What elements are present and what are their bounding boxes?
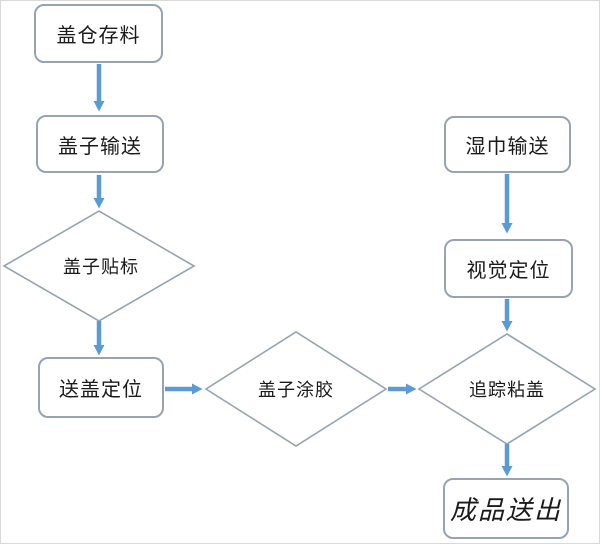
node-send-cap-position: 送盖定位 <box>38 357 164 418</box>
node-product-out: 成品送出 <box>443 478 569 539</box>
node-cap-storage-label: 盖仓存料 <box>56 25 141 47</box>
node-send-cap-position-label: 送盖定位 <box>59 379 143 401</box>
diamond-cap-labeling-label: 盖子贴标 <box>63 257 139 277</box>
node-cap-convey-label: 盖子输送 <box>58 135 142 158</box>
diamond-cap-labeling-shape <box>2 210 196 322</box>
diamond-track-stick-shape <box>417 333 597 445</box>
node-wipes-convey: 湿巾输送 <box>444 116 571 173</box>
node-vision-position-label: 视觉定位 <box>466 260 551 282</box>
node-vision-position: 视觉定位 <box>444 239 573 298</box>
diamond-cap-gluing-shape <box>204 331 388 447</box>
node-cap-storage: 盖仓存料 <box>34 4 163 63</box>
node-wipes-convey-label: 湿巾输送 <box>465 136 550 158</box>
diamond-track-stick-label: 追踪粘盖 <box>469 380 545 400</box>
node-cap-convey: 盖子输送 <box>36 115 164 173</box>
diamond-cap-gluing-label: 盖子涂胶 <box>258 380 334 400</box>
node-product-out-label: 成品送出 <box>449 496 562 525</box>
